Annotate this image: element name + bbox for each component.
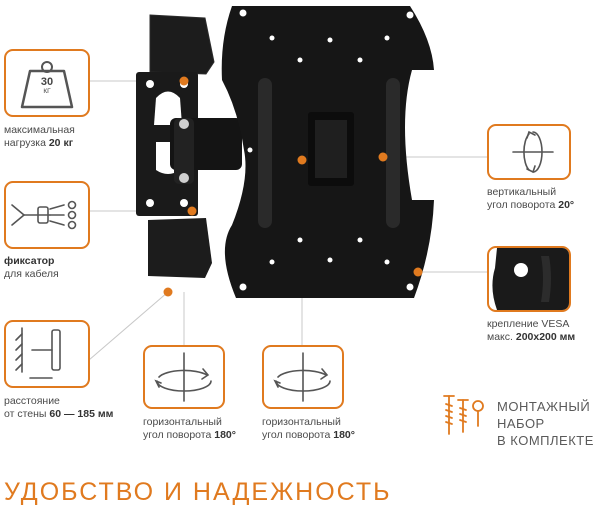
vertical-label: вертикальный угол поворота 20° — [487, 186, 575, 211]
wall-distance-icon — [15, 327, 61, 379]
weight-box: 30 КГ — [4, 49, 90, 117]
kit-line-3: В КОМПЛЕКТЕ — [497, 433, 594, 448]
right-slot — [386, 78, 400, 228]
vesa-box — [487, 246, 571, 312]
headline: УДОБСТВО И НАДЕЖНОСТЬ — [4, 478, 392, 506]
cable-box — [4, 181, 90, 249]
vesa-plate-holes — [239, 9, 415, 291]
callout-dots — [163, 76, 423, 297]
horizontal-rotation-icon — [273, 352, 331, 402]
weight-badge-value: 30 — [40, 76, 54, 88]
mounting-kit-text: МОНТАЖНЫЙ НАБОР В КОМПЛЕКТЕ — [497, 398, 594, 449]
weight-badge-unit: КГ — [43, 88, 51, 95]
cable-label: фиксатор для кабеля — [4, 255, 59, 280]
cable-clip-icon — [11, 200, 77, 230]
vesa-hole-icon — [492, 248, 569, 310]
bottom-wall-cover — [148, 218, 212, 278]
weight-label: максимальная нагрузка 20 кг — [4, 124, 75, 149]
weight-icon — [20, 61, 74, 109]
horizontal-right-box — [262, 345, 344, 409]
horizontal-rotation-icon — [154, 352, 212, 402]
screws-icon — [443, 395, 484, 435]
left-slot — [258, 78, 272, 228]
distance-label: расстояние от стены 60 — 185 мм — [4, 395, 114, 420]
horizontal-left-label: горизонтальный угол поворота 180° — [143, 416, 236, 441]
kit-line-2: НАБОР — [497, 416, 545, 431]
horizontal-right-label: горизонтальный угол поворота 180° — [262, 416, 355, 441]
vesa-label: крепление VESA макс. 200x200 мм — [487, 318, 576, 343]
vertical-box — [487, 124, 571, 180]
distance-box — [4, 320, 90, 388]
vertical-rotation-icon — [512, 130, 554, 174]
kit-line-1: МОНТАЖНЫЙ — [497, 399, 591, 414]
horizontal-left-box — [143, 345, 225, 409]
wall-plate-cutout — [154, 91, 182, 125]
top-wall-cover — [150, 15, 214, 74]
arm-pivot — [174, 118, 194, 184]
